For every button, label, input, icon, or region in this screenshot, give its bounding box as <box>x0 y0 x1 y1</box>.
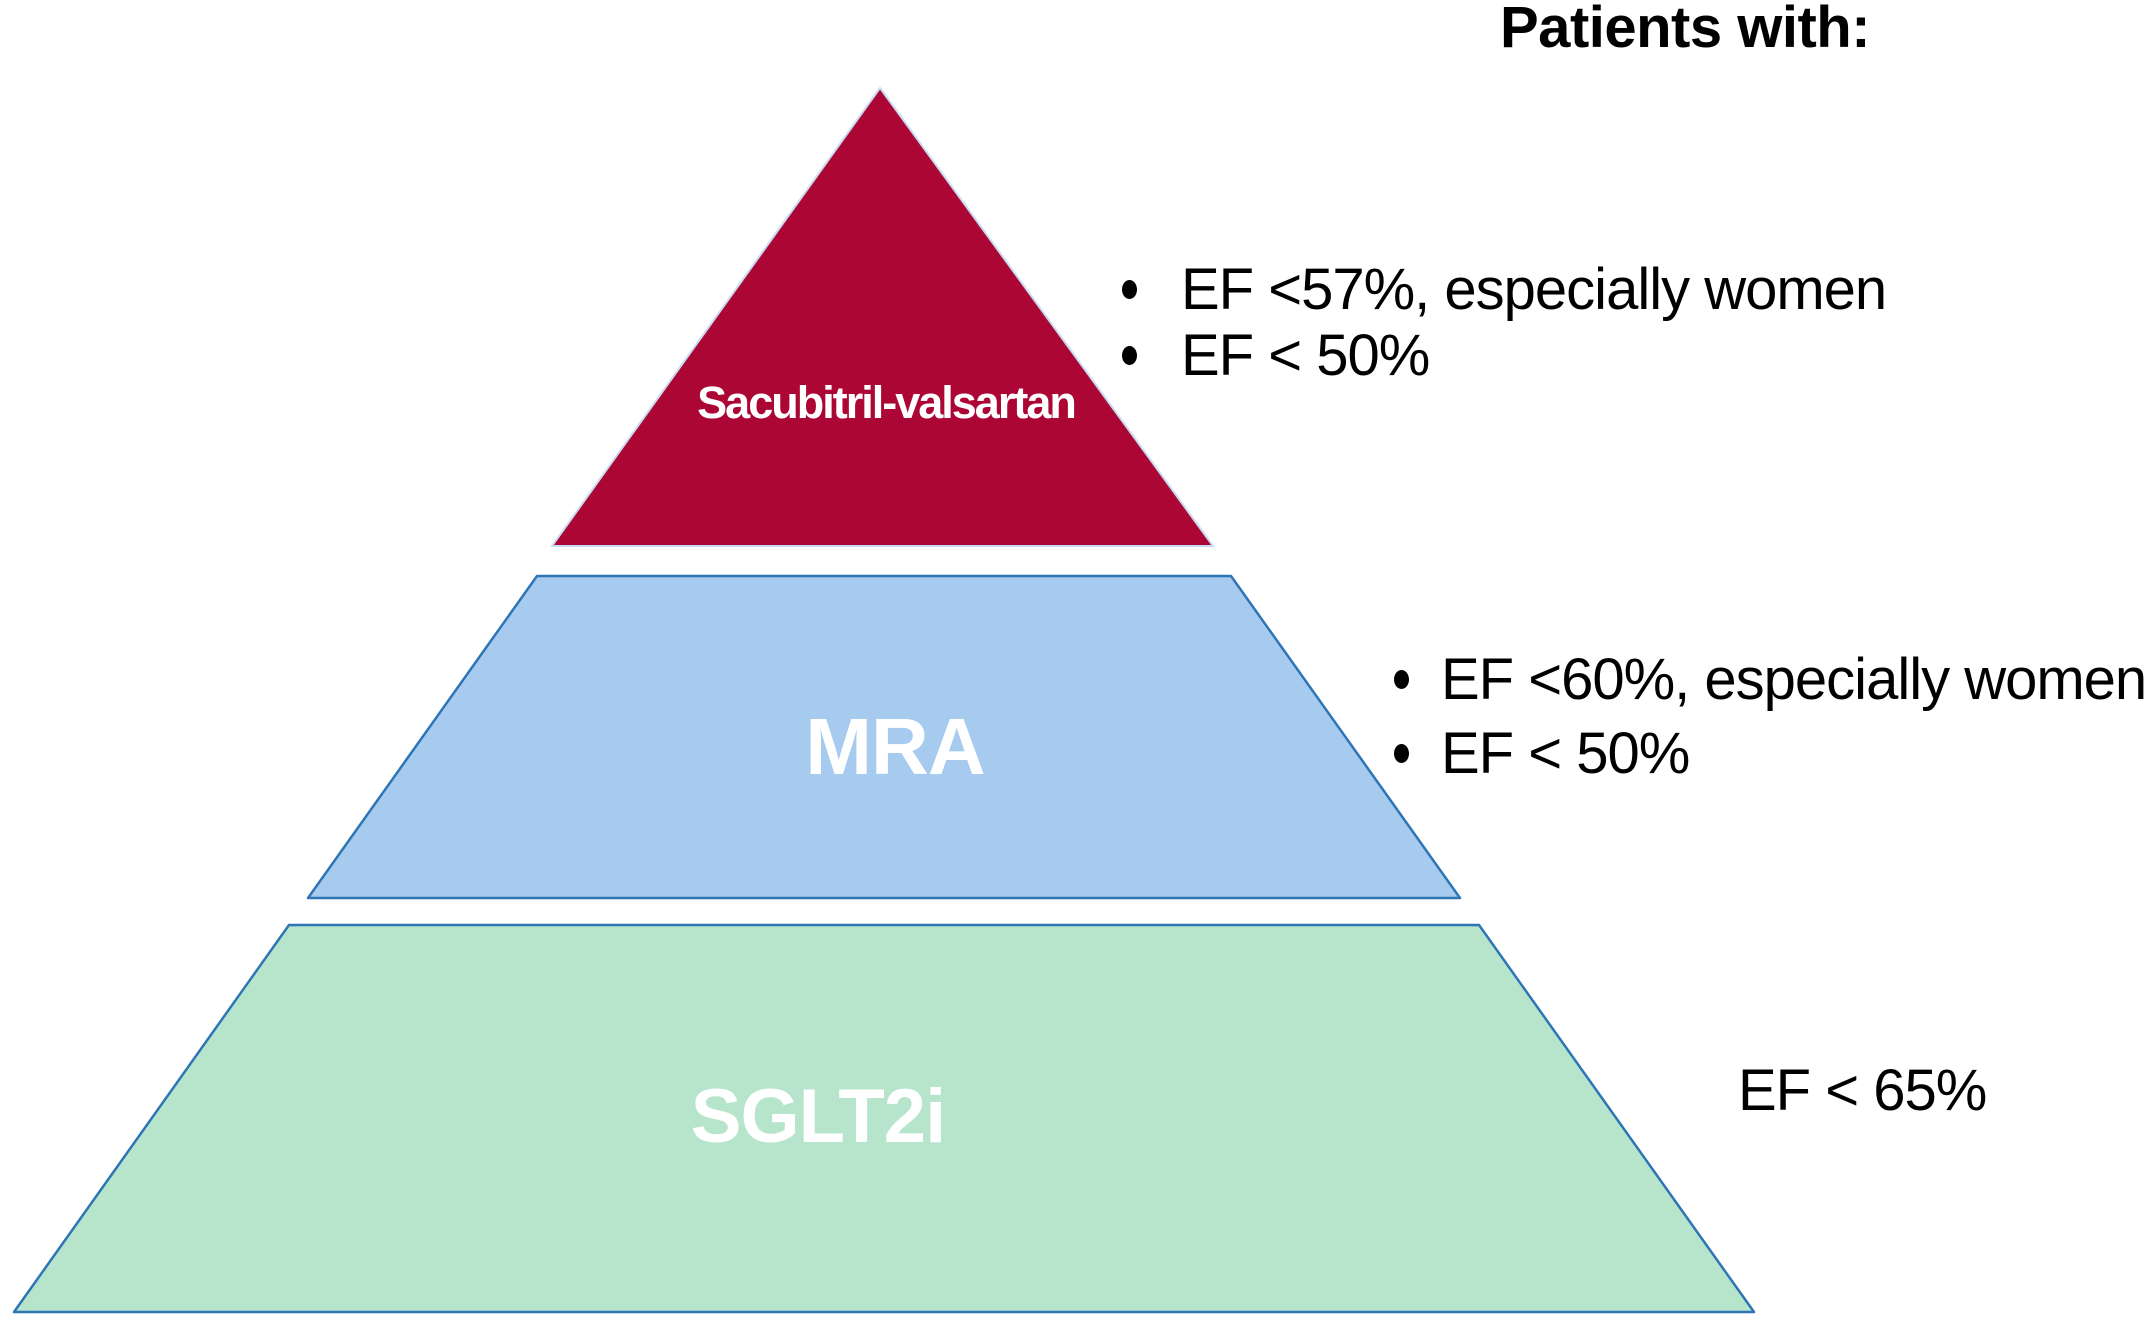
bullet-text: EF <57%, especially women <box>1181 256 1887 322</box>
annotation-group-tier-1: EF <57%, especially women EF < 50% <box>1122 256 1887 388</box>
pyramid-tier-2-shape <box>306 574 1462 900</box>
figure-title: Patients with: <box>1500 0 1871 60</box>
bullet-icon <box>1394 669 1409 689</box>
bullet-item: EF <60%, especially women <box>1394 642 2147 716</box>
bullet-item: EF < 50% <box>1394 716 2146 790</box>
annotation-tier-3-text: EF < 65% <box>1738 1058 1987 1123</box>
tier-1-label: Sacubitril-valsartan <box>697 377 1077 428</box>
tier-3-label: SGLT2i <box>690 1074 946 1159</box>
pyramid-tier-3-shape <box>12 923 1756 1314</box>
pyramid-tier-1-shape <box>551 87 1214 547</box>
tier-2-label: MRA <box>805 702 985 791</box>
bullet-item: EF <57%, especially women <box>1122 256 1887 322</box>
bullet-icon <box>1394 743 1409 763</box>
bullet-icon <box>1122 279 1137 299</box>
bullet-item: EF < 50% <box>1122 322 1886 388</box>
bullet-icon <box>1122 345 1137 365</box>
bullet-text: EF <60%, especially women <box>1441 646 2147 712</box>
bullet-text: EF < 50% <box>1181 322 1430 388</box>
annotation-group-tier-2: EF <60%, especially women EF < 50% <box>1394 642 2147 790</box>
bullet-text: EF < 50% <box>1441 720 1690 786</box>
